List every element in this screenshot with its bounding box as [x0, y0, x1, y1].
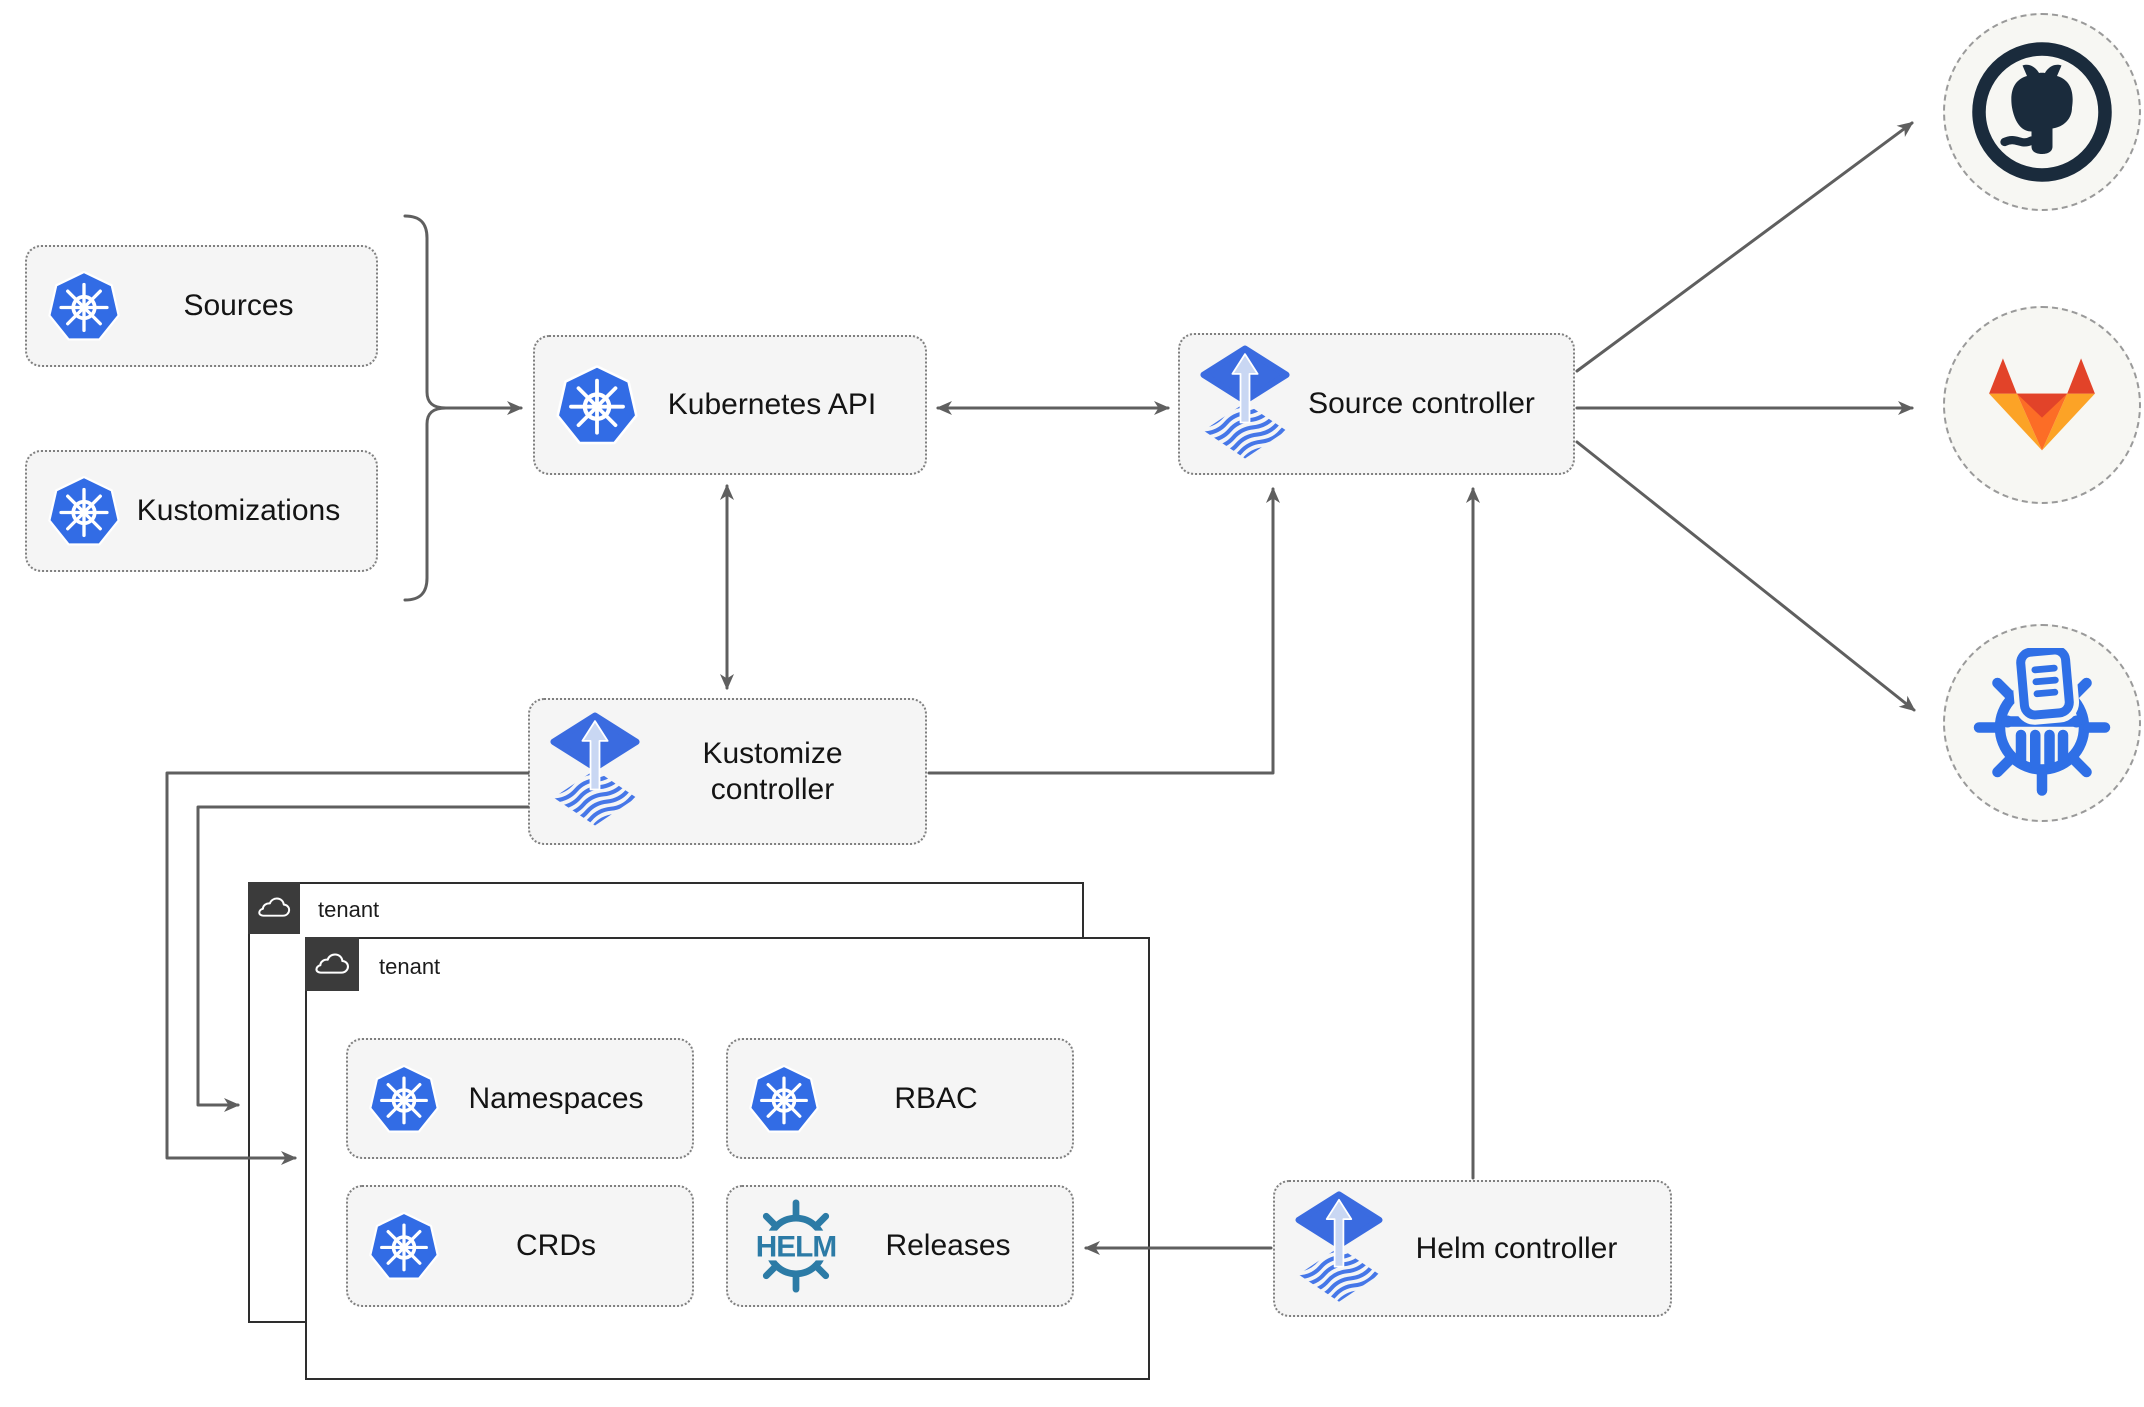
arrow-kustomize-to-source-controller — [927, 487, 1280, 775]
helm-icon: HELM — [754, 1199, 838, 1293]
node-label: Releases — [885, 1229, 1011, 1263]
kubernetes-icon — [555, 363, 639, 447]
node-source-controller: Source controller — [1178, 333, 1575, 475]
flux-icon — [1200, 345, 1290, 464]
tenant-label: tenant — [318, 897, 380, 922]
arrow-source-to-chartmuseum — [1575, 440, 1916, 712]
node-label: Namespaces — [468, 1081, 644, 1115]
node-namespaces: Namespaces — [346, 1038, 694, 1159]
kubernetes-icon — [748, 1063, 820, 1135]
helm-logo-text: HELM — [756, 1231, 836, 1264]
node-sources: Sources — [25, 245, 378, 367]
kubernetes-icon — [368, 1063, 440, 1135]
arrow-source-to-github — [1575, 121, 1914, 373]
flux-icon — [550, 712, 640, 831]
node-label: Helm controller — [1415, 1231, 1618, 1265]
node-label: Kustomizations — [136, 494, 341, 528]
node-kubernetes-api: Kubernetes API — [533, 335, 927, 475]
gitlab-icon — [1989, 358, 2095, 451]
tenant-badge — [304, 936, 359, 991]
node-releases: HELM Releases — [726, 1185, 1074, 1307]
node-kustomizations: Kustomizations — [25, 450, 378, 572]
node-label: RBAC — [894, 1081, 978, 1115]
node-rbac: RBAC — [726, 1038, 1074, 1159]
tenant-badge — [247, 881, 300, 934]
node-kustomize-controller: Kustomize controller — [528, 698, 927, 845]
node-helm-controller: Helm controller — [1273, 1180, 1672, 1317]
node-label: Source controller — [1308, 387, 1535, 421]
kubernetes-icon — [47, 269, 121, 343]
flux-icon — [1295, 1191, 1383, 1307]
node-label: Kustomize controller — [702, 737, 843, 806]
node-label: Sources — [183, 289, 294, 323]
chartmuseum-target — [1943, 624, 2141, 822]
cloud-icon — [313, 951, 351, 977]
kubernetes-icon — [368, 1210, 440, 1282]
gitlab-target — [1943, 306, 2141, 504]
github-icon — [1972, 42, 2112, 182]
node-label: CRDs — [516, 1229, 596, 1263]
cloud-icon — [256, 895, 292, 920]
github-target — [1943, 13, 2141, 211]
node-label: Kubernetes API — [667, 388, 877, 422]
node-crds: CRDs — [346, 1185, 694, 1307]
tenant-label: tenant — [379, 954, 441, 979]
brace-sources-group — [403, 214, 448, 602]
kubernetes-icon — [47, 474, 121, 548]
chartmuseum-icon — [1973, 648, 2111, 796]
